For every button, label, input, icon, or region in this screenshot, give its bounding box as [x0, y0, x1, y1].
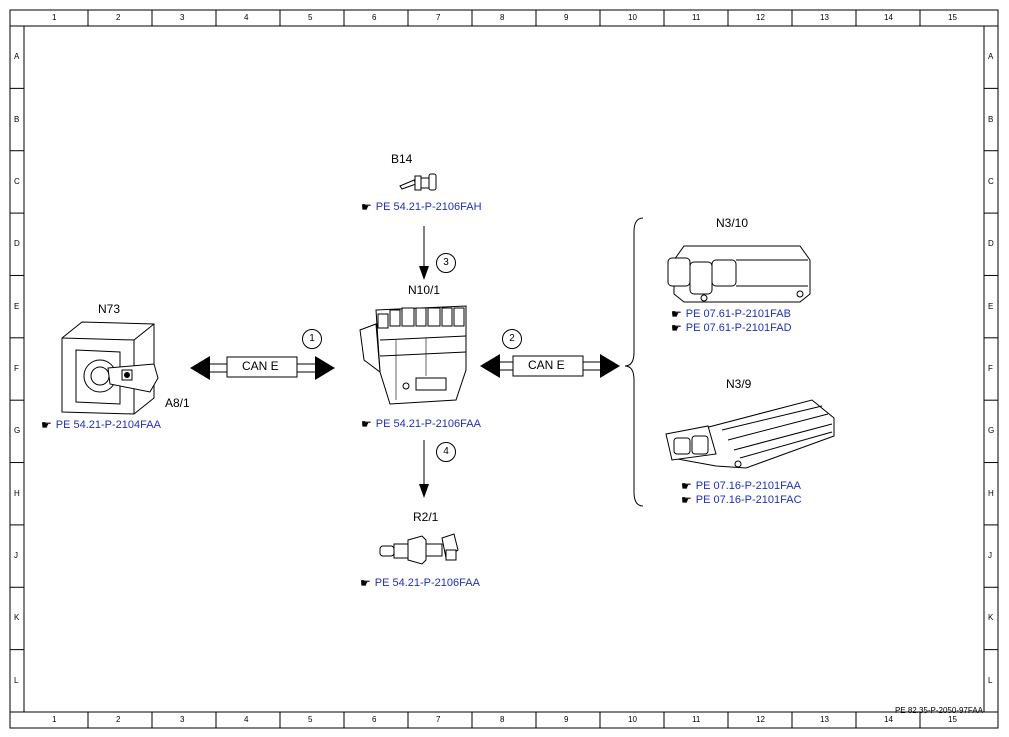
n3-10-reference-link-1[interactable]: ☛ PE 07.61-P-2101FAB [671, 307, 791, 321]
grid-label: L [988, 675, 993, 685]
grid-label: C [14, 176, 20, 186]
a8-1-label: A8/1 [165, 396, 190, 410]
grid-label: 9 [564, 715, 569, 724]
glow-plug-icon [379, 533, 459, 565]
can-bus-left-arrow [190, 356, 335, 380]
grid-label: 13 [820, 715, 829, 724]
grid-label: G [14, 426, 21, 436]
grid-label: 12 [756, 13, 765, 22]
grid-label: 10 [628, 13, 637, 22]
b14-label: B14 [391, 152, 413, 166]
engine-control-unit-icon [665, 399, 835, 469]
grid-label: J [988, 551, 992, 561]
grouping-brace [624, 217, 644, 507]
pointing-hand-icon: ☛ [671, 307, 682, 321]
ignition-switch-icon [61, 321, 159, 415]
grid-label: E [988, 301, 994, 311]
r2-1-label: R2/1 [413, 510, 439, 524]
engine-control-unit-icon [667, 245, 811, 303]
can-e-bus-label-right: CAN E [528, 358, 565, 372]
grid-label: 8 [500, 13, 505, 22]
grid-label: D [14, 239, 20, 249]
grid-label: 10 [628, 715, 637, 724]
pointing-hand-icon: ☛ [671, 321, 682, 335]
grid-label: 14 [884, 715, 893, 724]
grid-label: 1 [52, 13, 57, 22]
grid-label: 7 [436, 715, 441, 724]
r2-1-reference-link[interactable]: ☛ PE 54.21-P-2106FAA [360, 576, 480, 590]
grid-label: F [14, 364, 19, 373]
grid-label: 4 [244, 13, 249, 22]
document-reference-footer: PE 82.35-P-2050-97FAA [894, 706, 983, 715]
sam-module-icon [359, 305, 467, 405]
grid-label: 11 [692, 13, 701, 22]
can-bus-right-arrow [480, 354, 620, 378]
grid-label: 6 [372, 13, 377, 22]
grid-label: 8 [500, 715, 505, 724]
grid-label: 7 [436, 13, 441, 22]
n3-10-label: N3/10 [716, 216, 749, 230]
signal-number-1: 1 [302, 329, 322, 349]
grid-label: B [14, 114, 20, 124]
grid-label: K [14, 613, 20, 623]
grid-label: H [14, 488, 20, 498]
grid-label: 4 [244, 715, 249, 724]
grid-label: C [988, 176, 994, 186]
grid-label: A [14, 52, 20, 62]
pointing-hand-icon: ☛ [681, 479, 692, 493]
signal-arrow-down-3 [419, 226, 429, 280]
grid-label: 2 [116, 13, 121, 22]
grid-label: B [988, 114, 994, 124]
grid-label: 6 [372, 715, 377, 724]
n73-label: N73 [98, 302, 121, 316]
can-e-bus-label-left: CAN E [242, 359, 279, 373]
grid-label: J [14, 551, 18, 561]
n3-9-reference-link-2[interactable]: ☛ PE 07.16-P-2101FAC [681, 493, 802, 507]
grid-label: 12 [756, 715, 765, 724]
signal-number-3: 3 [436, 253, 456, 273]
signal-arrow-down-4 [419, 440, 429, 498]
grid-label: 9 [564, 13, 569, 22]
grid-label: H [988, 488, 994, 498]
signal-number-2: 2 [502, 329, 522, 349]
grid-label: 11 [692, 715, 701, 724]
grid-label: A [988, 52, 994, 62]
grid-label: 3 [180, 13, 185, 22]
pointing-hand-icon: ☛ [361, 200, 372, 214]
grid-label: 5 [308, 715, 313, 724]
n10-1-reference-link[interactable]: ☛ PE 54.21-P-2106FAA [361, 417, 481, 431]
grid-label: E [14, 301, 20, 311]
pointing-hand-icon: ☛ [41, 418, 52, 432]
grid-label: 15 [948, 13, 957, 22]
grid-label: K [988, 613, 994, 623]
n3-9-reference-link-1[interactable]: ☛ PE 07.16-P-2101FAA [681, 479, 801, 493]
grid-label: 3 [180, 715, 185, 724]
grid-label: 5 [308, 13, 313, 22]
n73-reference-link[interactable]: ☛ PE 54.21-P-2104FAA [41, 418, 161, 432]
n10-1-label: N10/1 [408, 283, 441, 297]
pointing-hand-icon: ☛ [361, 417, 372, 431]
grid-label: 13 [820, 13, 829, 22]
grid-label: 2 [116, 715, 121, 724]
pointing-hand-icon: ☛ [681, 493, 692, 507]
pointing-hand-icon: ☛ [360, 576, 371, 590]
grid-label: 15 [948, 715, 957, 724]
grid-label: 1 [52, 715, 57, 724]
b14-reference-link[interactable]: ☛ PE 54.21-P-2106FAH [361, 200, 482, 214]
signal-number-4: 4 [436, 442, 456, 462]
grid-label: 14 [884, 13, 893, 22]
grid-label: D [988, 239, 994, 249]
grid-label: L [14, 675, 19, 685]
n3-9-label: N3/9 [726, 377, 752, 391]
n3-10-reference-link-2[interactable]: ☛ PE 07.61-P-2101FAD [671, 321, 792, 335]
grid-label: F [988, 364, 993, 373]
grid-label: G [988, 426, 995, 436]
temperature-sensor-icon [399, 173, 437, 191]
